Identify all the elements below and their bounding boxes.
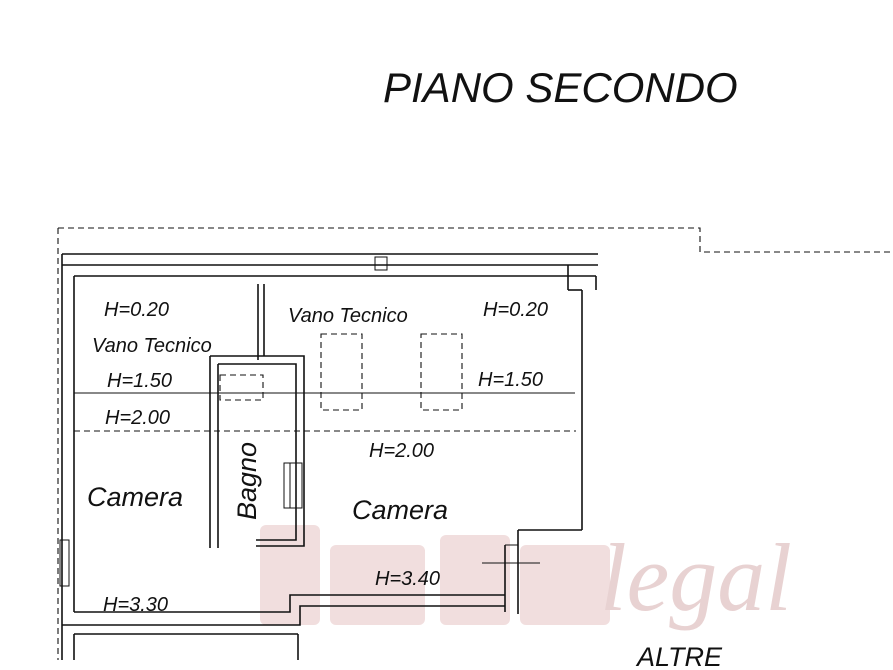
room-label-vano-tecnico-left: Vano Tecnico (92, 335, 212, 357)
room-label-camera-left: Camera (87, 482, 183, 512)
height-right-top: H=0.20 (483, 299, 548, 321)
height-left-top: H=0.20 (104, 299, 169, 321)
height-left-mid: H=1.50 (107, 370, 172, 392)
page-title: PIANO SECONDO (383, 64, 738, 111)
skylight-left (320, 333, 363, 411)
height-left-low: H=2.00 (105, 407, 170, 429)
room-label-bagno: Bagno (232, 442, 262, 520)
outer-dashed-boundary (58, 227, 893, 253)
skylight-bagno (219, 374, 264, 401)
other-label: ALTRE (635, 642, 723, 670)
height-lines (74, 333, 576, 432)
height-center: H=2.00 (369, 440, 434, 462)
room-label-vano-tecnico-center: Vano Tecnico (288, 305, 408, 327)
height-left-bottom: H=3.30 (103, 594, 168, 616)
watermark-text: legal (600, 524, 792, 631)
height-right-mid: H=1.50 (478, 369, 543, 391)
height-right-bottom: H=3.40 (375, 568, 440, 590)
watermark: legal (260, 524, 792, 631)
walls (59, 253, 598, 660)
skylight-right (420, 333, 463, 411)
room-label-camera-right: Camera (352, 495, 448, 525)
